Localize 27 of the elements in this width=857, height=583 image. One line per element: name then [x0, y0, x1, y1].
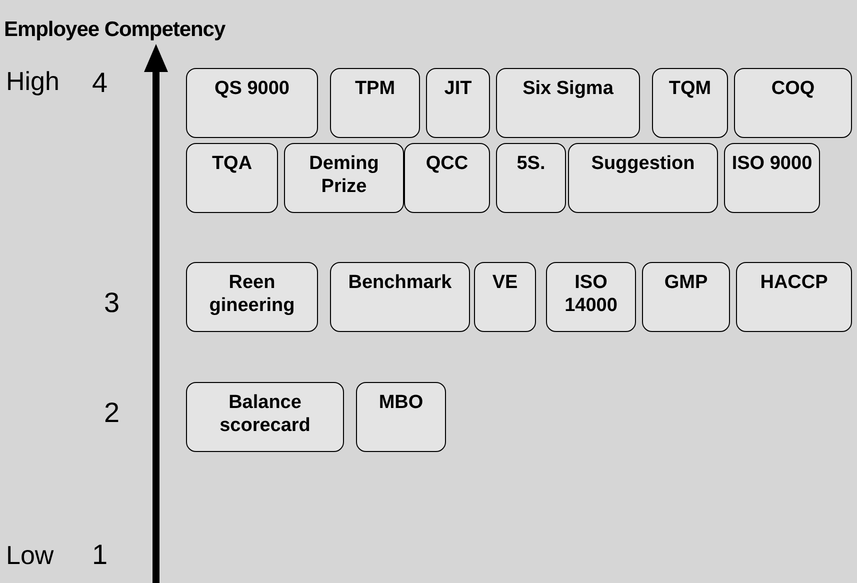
method-box: ISO 14000 [546, 262, 636, 332]
method-box: VE [474, 262, 536, 332]
method-box: Six Sigma [496, 68, 640, 138]
axis-tick-label: 2 [104, 396, 120, 430]
method-box: ISO 9000 [724, 143, 820, 213]
method-box: 5S. [496, 143, 566, 213]
method-box: TQA [186, 143, 278, 213]
method-box: Reen gineering [186, 262, 318, 332]
axis-tick-label: High [6, 65, 60, 98]
method-box: JIT [426, 68, 490, 138]
method-box: Benchmark [330, 262, 470, 332]
axis-title: Employee Competency [4, 17, 226, 43]
method-box: TQM [652, 68, 728, 138]
method-box: GMP [642, 262, 730, 332]
method-box: MBO [356, 382, 446, 452]
method-box: QCC [404, 143, 490, 213]
axis-tick-label: 3 [104, 286, 120, 320]
method-box: COQ [734, 68, 852, 138]
axis-tick-label: 4 [92, 66, 108, 100]
method-box: Balance scorecard [186, 382, 344, 452]
method-box: QS 9000 [186, 68, 318, 138]
method-box: TPM [330, 68, 420, 138]
axis-tick-label: Low [6, 539, 54, 572]
method-box: Deming Prize [284, 143, 404, 213]
axis-tick-label: 1 [92, 538, 108, 572]
method-box: Suggestion [568, 143, 718, 213]
method-box: HACCP [736, 262, 852, 332]
